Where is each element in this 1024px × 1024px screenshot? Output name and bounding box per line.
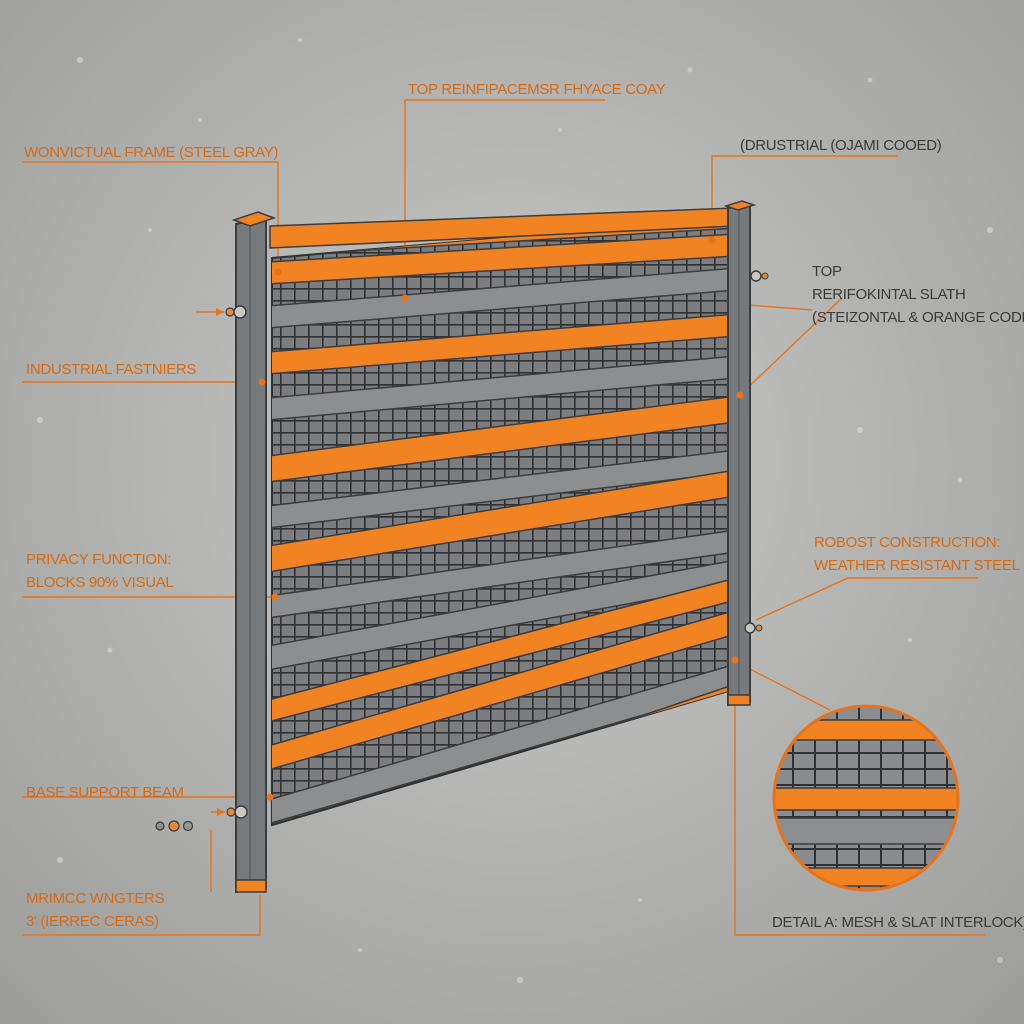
detail-magnifier — [772, 704, 960, 892]
label-base: BASE SUPPORT BEAM — [26, 784, 184, 801]
nut-icon — [155, 820, 194, 832]
bolt-icon — [196, 305, 247, 319]
leader-lines — [22, 99, 985, 936]
leader-fastener-right — [747, 304, 813, 311]
leader-detail-link — [741, 664, 831, 711]
right-post — [723, 200, 757, 707]
label-top-right: TOP RERIFOKINTAL SLATH (STEIZONTAL & ORA… — [812, 263, 1024, 326]
leader-detail — [734, 665, 985, 936]
gray-slat — [272, 529, 732, 619]
gray-slat — [272, 449, 732, 529]
leader-dots — [258, 236, 744, 801]
orange-slat — [272, 609, 732, 771]
label-detail: DETAIL A: MESH & SLAT INTERLOCK) — [772, 914, 1024, 931]
background-speckles — [37, 38, 1003, 983]
orange-slat — [272, 469, 732, 573]
leader-top-right — [739, 297, 843, 396]
label-robust: ROBOST CONSTRUCTION: WEATHER RESISTANT S… — [814, 534, 1020, 574]
label-bottom-left: MRIMCC WNGTERS 3' (IERREC CERAS) — [26, 890, 165, 930]
orange-slat — [272, 233, 732, 285]
gray-slat — [272, 559, 732, 671]
label-top-center: TOP REINFIPACEMSR FHYACE COAY — [408, 81, 666, 98]
leader-bottom-left — [22, 895, 261, 936]
bolt-icon — [210, 805, 248, 892]
label-privacy: PRIVACY FUNCTION: BLOCKS 90% VISUAL — [26, 551, 174, 591]
leader-robust — [755, 577, 978, 621]
orange-slat — [272, 395, 732, 483]
gray-slat — [272, 663, 732, 825]
gray-slat — [272, 355, 732, 421]
orange-slat — [272, 577, 732, 723]
bolt-icon — [744, 622, 763, 634]
label-coded: (DRUSTRIAL (OJAMI COOED) — [740, 137, 942, 154]
left-post — [231, 211, 277, 894]
bolt-icon — [750, 270, 769, 282]
label-frame: WONVICTUAL FRAME (STEEL GRAY) — [24, 144, 279, 161]
label-fasteners: INDUSTRIAL FASTNIERS — [26, 361, 197, 378]
gray-slat — [272, 267, 732, 329]
orange-slat — [272, 313, 732, 375]
